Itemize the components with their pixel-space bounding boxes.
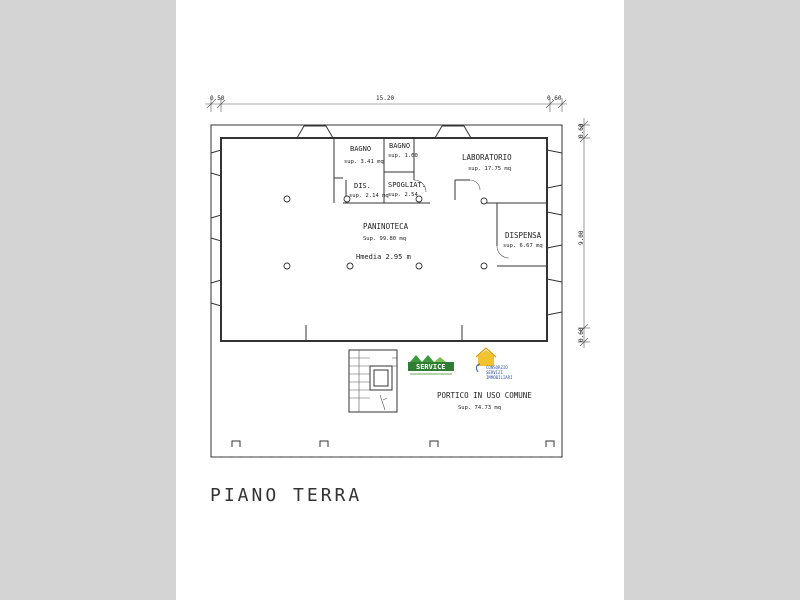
- svg-text:sup. 2.54: sup. 2.54: [388, 192, 418, 198]
- svg-text:Sup. 99.80 mq: Sup. 99.80 mq: [363, 236, 406, 242]
- top-dimension-line: 0.50 15.20 0.60: [205, 95, 567, 112]
- room-label-bagno-2: BAGNO sup. 1.60: [388, 142, 418, 159]
- drawing-sheet: 0.50 15.20 0.60 0.60 9.00 0.60: [176, 0, 624, 600]
- window-bays: [210, 125, 563, 316]
- svg-text:sup. 1.60: sup. 1.60: [388, 153, 418, 159]
- svg-text:sup. 17.75 mq: sup. 17.75 mq: [468, 166, 511, 172]
- consorzio-logo: CONSORZIO SERVIZI IMMOBILIARI: [475, 347, 513, 380]
- svg-text:PANINOTECA: PANINOTECA: [363, 222, 409, 231]
- floor-plan: 0.50 15.20 0.60 0.60 9.00 0.60: [205, 95, 590, 506]
- svg-text:BAGNO: BAGNO: [389, 142, 410, 150]
- dim-depth: 9.00: [578, 230, 585, 245]
- dim-top-margin: 0.60: [578, 123, 585, 138]
- service-logo: SERVICE: [406, 352, 456, 378]
- building-outline: [210, 124, 563, 458]
- svg-text:DIS.: DIS.: [354, 182, 371, 190]
- svg-text:Sup. 74.73 mq: Sup. 74.73 mq: [458, 405, 501, 411]
- staircase: [348, 349, 398, 413]
- room-label-spogliat: SPOGLIAT. sup. 2.54: [388, 181, 426, 198]
- room-label-dis: DIS. sup. 2.14 mq: [349, 182, 389, 199]
- right-dimension-line: 0.60 9.00 0.60: [578, 118, 590, 348]
- floor-title: PIANO TERRA: [210, 485, 362, 506]
- svg-text:DISPENSA: DISPENSA: [505, 231, 542, 240]
- svg-text:BAGNO: BAGNO: [350, 145, 371, 153]
- columns: [231, 195, 555, 447]
- dim-right-margin: 0.60: [547, 95, 562, 102]
- svg-text:PORTICO IN USO COMUNE: PORTICO IN USO COMUNE: [437, 391, 532, 400]
- consorzio-logo-line3: IMMOBILIARI: [486, 375, 513, 380]
- consorzio-logo-line2: SERVIZI: [486, 370, 503, 375]
- svg-text:sup. 2.14 mq: sup. 2.14 mq: [349, 193, 389, 199]
- dim-bottom-margin: 0.60: [578, 327, 585, 342]
- svg-text:LABORATORIO: LABORATORIO: [462, 153, 512, 162]
- svg-text:sup. 6.67 mq: sup. 6.67 mq: [503, 243, 543, 249]
- service-logo-text: SERVICE: [416, 363, 446, 371]
- room-label-dispensa: DISPENSA sup. 6.67 mq: [503, 231, 543, 249]
- consorzio-logo-line1: CONSORZIO: [486, 365, 508, 370]
- svg-text:SPOGLIAT.: SPOGLIAT.: [388, 181, 426, 189]
- dim-total-width: 15.20: [376, 95, 394, 102]
- room-label-bagno-1: BAGNO sup. 3.41 mq: [344, 145, 384, 165]
- svg-text:sup. 3.41 mq: sup. 3.41 mq: [344, 159, 384, 165]
- dim-left-margin: 0.50: [210, 95, 225, 102]
- room-label-portico: PORTICO IN USO COMUNE Sup. 74.73 mq: [437, 391, 532, 411]
- room-label-laboratorio: LABORATORIO sup. 17.75 mq: [462, 153, 512, 172]
- svg-text:Hmedia 2.95 m: Hmedia 2.95 m: [356, 253, 411, 261]
- room-label-paninoteca: PANINOTECA Sup. 99.80 mq Hmedia 2.95 m: [356, 222, 411, 261]
